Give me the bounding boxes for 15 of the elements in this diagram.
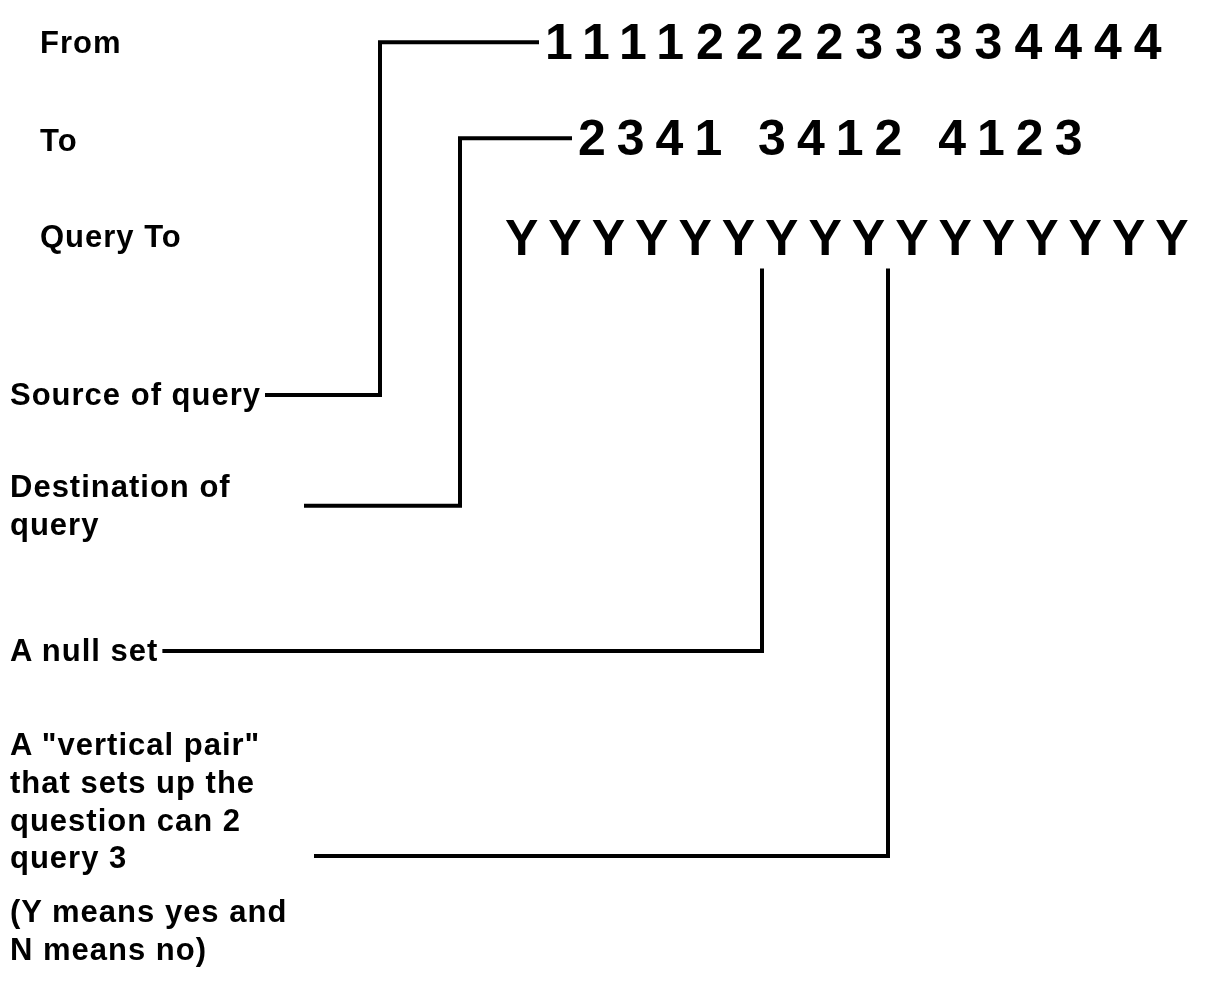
leader-line: [162, 268, 764, 653]
leader-line: [304, 136, 572, 508]
annotation-text: Source of query: [10, 376, 261, 414]
row-label: From: [40, 24, 122, 62]
row-label: To: [40, 122, 78, 160]
annotation-text: Destination of query: [10, 468, 300, 544]
digit-row: 2341 3412 4123: [578, 112, 1094, 165]
letter-row: YYYYYYYYYYYYYYYY: [505, 212, 1199, 265]
note-text: (Y means yes and N means no): [10, 893, 289, 969]
row-label: Query To: [40, 218, 182, 256]
annotation-text: A null set: [10, 632, 159, 670]
leader-line: [314, 268, 890, 859]
annotation-text: A "vertical pair" that sets up the question can 2 query 3: [10, 726, 310, 878]
leader-line: [265, 40, 539, 397]
digit-row: 1111222233334444: [545, 16, 1174, 69]
